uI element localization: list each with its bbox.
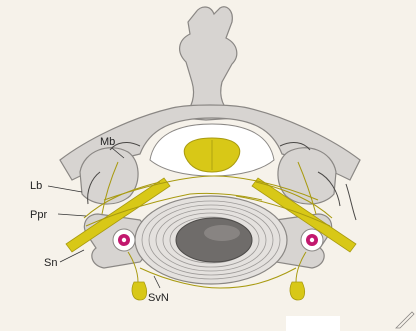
nucleus-highlight (204, 225, 240, 241)
left-sympathetic-ganglion (132, 282, 147, 300)
label-lb: Lb (30, 180, 42, 192)
label-mb: Mb (100, 136, 115, 148)
scan-edge-patch (286, 316, 340, 331)
label-sn: Sn (44, 257, 57, 269)
left-vertebral-artery (113, 229, 135, 251)
label-svn: SvN (148, 292, 169, 304)
right-vertebral-artery (301, 229, 323, 251)
label-ppr: Ppr (30, 209, 47, 221)
left-articular-process (80, 148, 138, 204)
right-sympathetic-ganglion (290, 282, 305, 300)
